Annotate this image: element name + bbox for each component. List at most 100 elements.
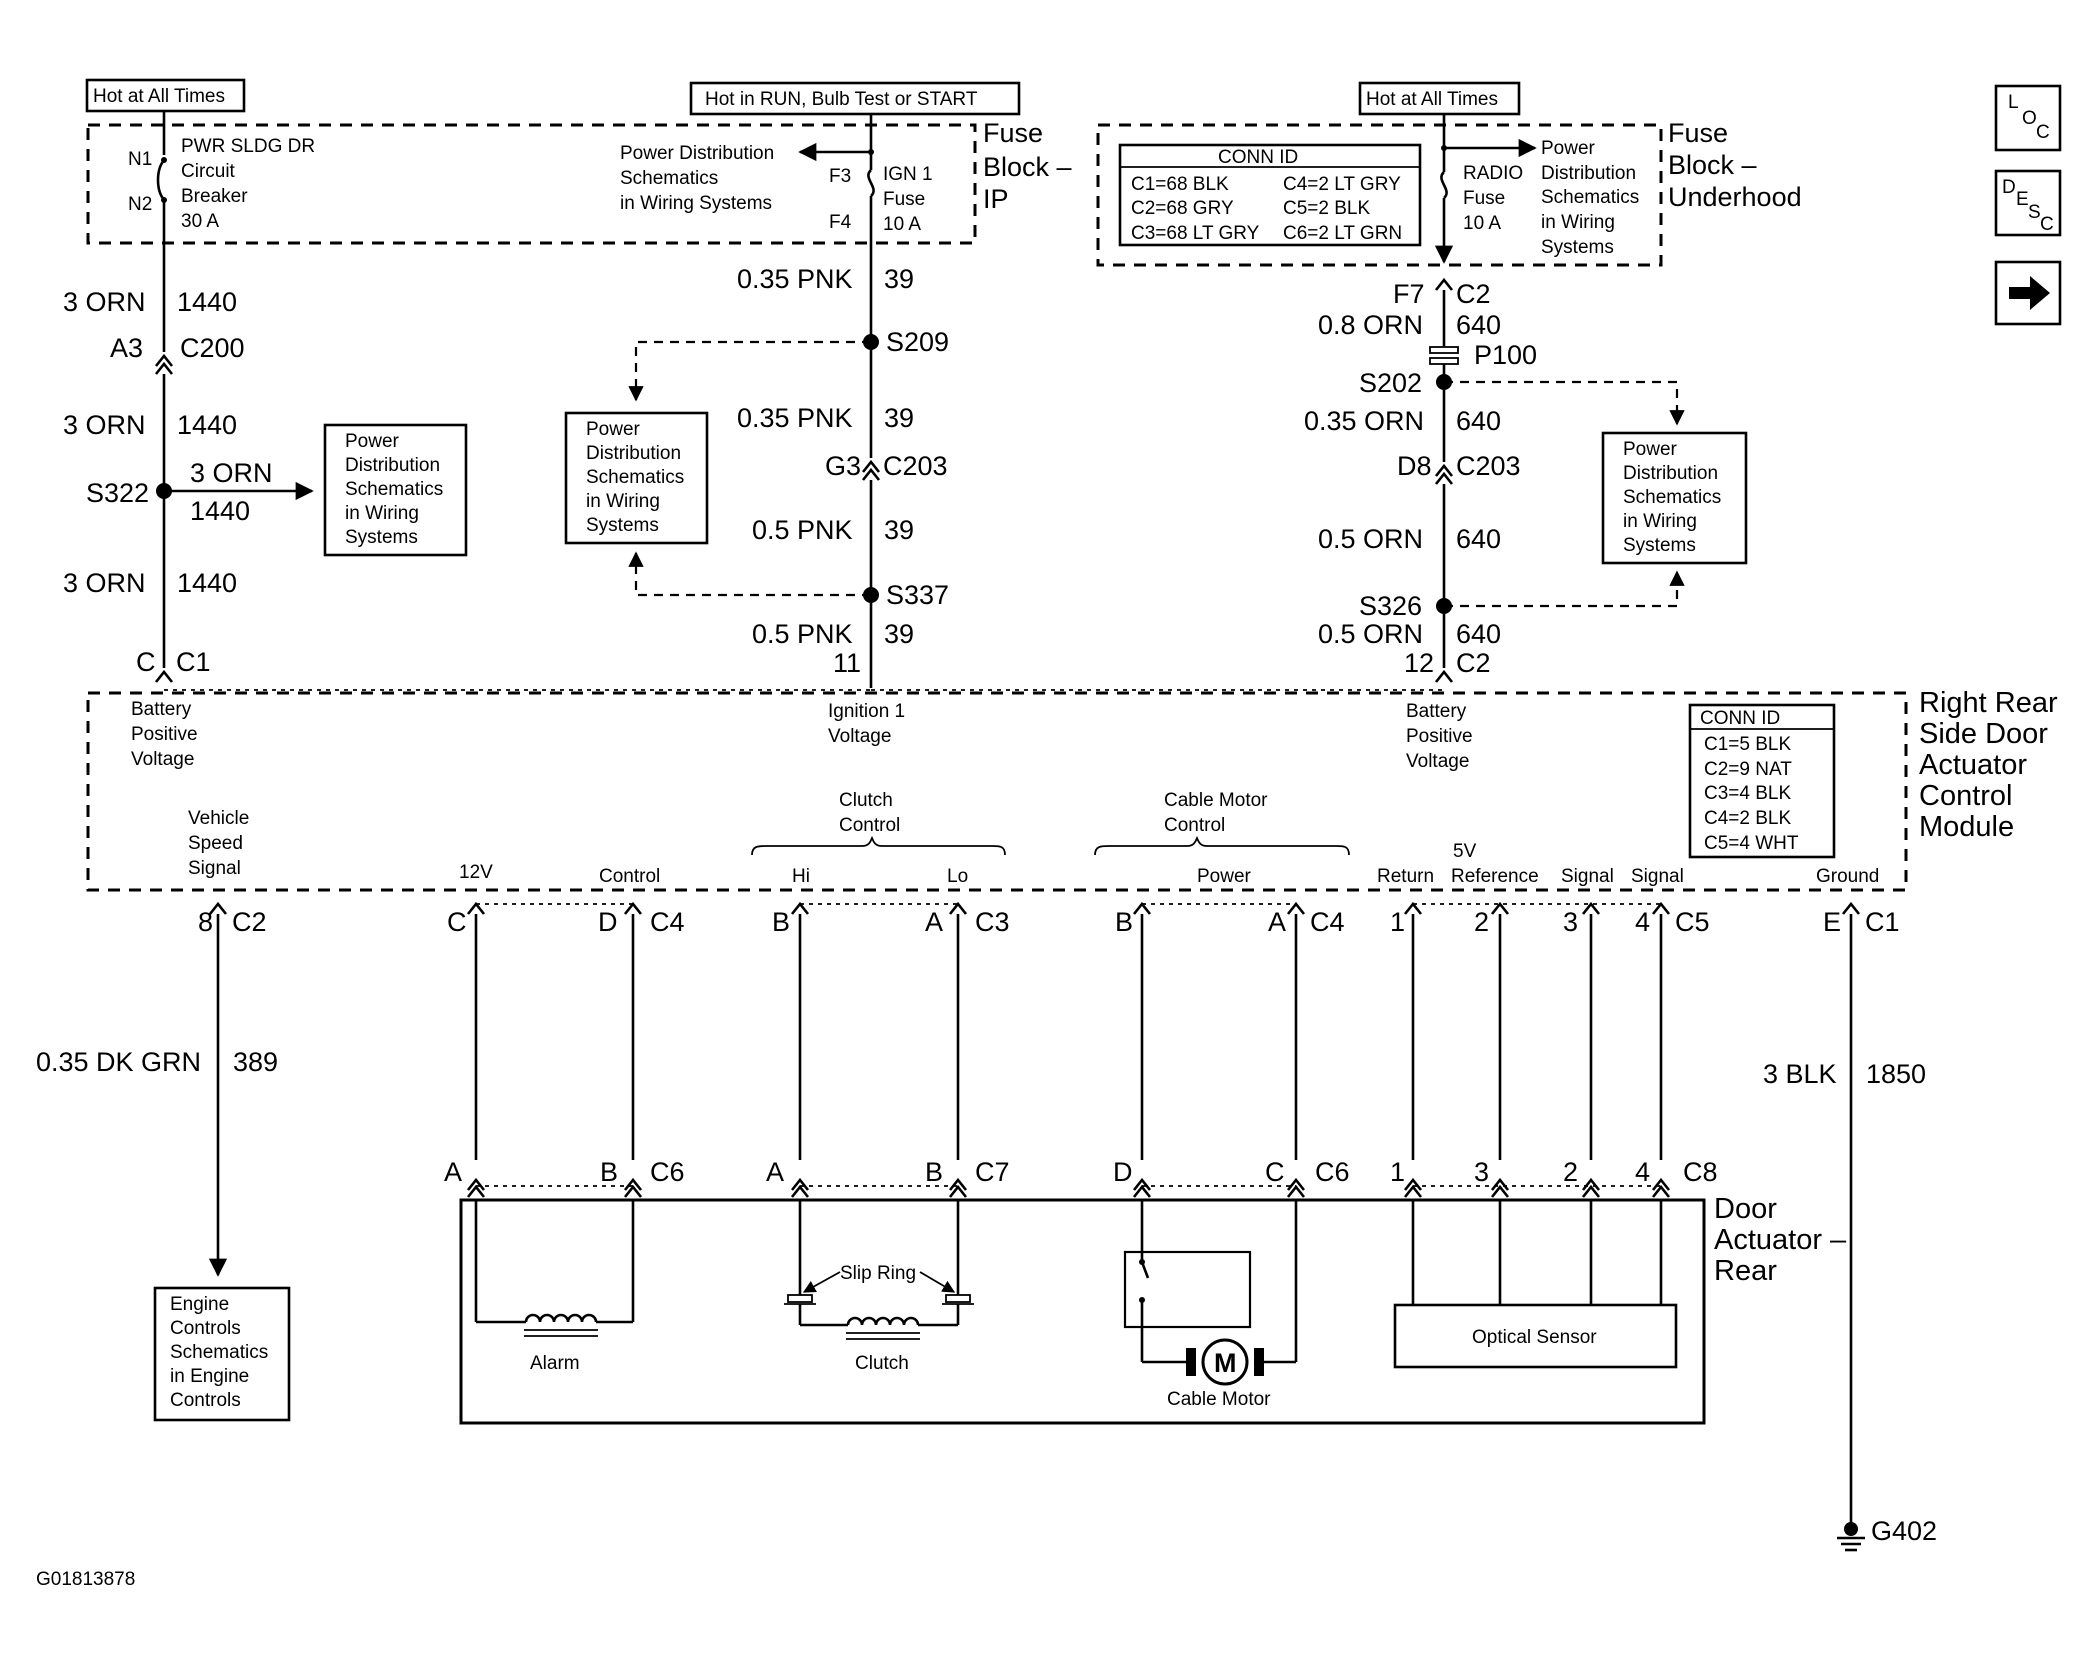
- svg-text:3 ORN: 3 ORN: [63, 568, 146, 598]
- loc-button[interactable]: L O C: [1994, 84, 2062, 152]
- svg-text:Signal: Signal: [1561, 866, 1614, 887]
- svg-text:L: L: [2008, 92, 2019, 113]
- svg-text:in Engine: in Engine: [170, 1366, 249, 1387]
- svg-text:Breaker: Breaker: [181, 186, 248, 207]
- svg-text:Circuit: Circuit: [181, 161, 236, 182]
- svg-text:C2: C2: [1456, 279, 1491, 309]
- svg-text:1440: 1440: [190, 496, 250, 526]
- svg-text:Underhood: Underhood: [1668, 182, 1802, 212]
- svg-text:11: 11: [833, 648, 861, 678]
- svg-text:D: D: [598, 907, 618, 937]
- svg-text:Power: Power: [1197, 866, 1252, 887]
- svg-text:Positive: Positive: [1406, 726, 1473, 747]
- svg-text:Signal: Signal: [1631, 866, 1684, 887]
- cable-motor: M Cable Motor: [1123, 1200, 1298, 1410]
- optical-sensor: Optical Sensor: [1393, 1200, 1678, 1369]
- svg-text:Speed: Speed: [188, 833, 243, 854]
- svg-text:3 ORN: 3 ORN: [190, 458, 273, 488]
- svg-text:Control: Control: [1164, 815, 1225, 836]
- svg-text:C5=4 WHT: C5=4 WHT: [1704, 833, 1799, 854]
- power-distribution-box-right[interactable]: Power Distribution Schematics in Wiring …: [1601, 431, 1748, 565]
- svg-text:Engine: Engine: [170, 1294, 229, 1315]
- svg-text:C3: C3: [975, 907, 1010, 937]
- svg-text:C: C: [1265, 1157, 1285, 1187]
- svg-text:E: E: [1823, 907, 1841, 937]
- svg-text:Control: Control: [839, 815, 900, 836]
- svg-text:Voltage: Voltage: [1406, 751, 1469, 772]
- svg-text:640: 640: [1456, 524, 1501, 554]
- svg-text:C5=2 BLK: C5=2 BLK: [1283, 198, 1370, 219]
- svg-text:Voltage: Voltage: [131, 749, 194, 770]
- svg-text:Distribution: Distribution: [1541, 163, 1636, 184]
- svg-text:2: 2: [1474, 907, 1489, 937]
- svg-text:Schematics: Schematics: [620, 168, 718, 189]
- desc-button[interactable]: D E S C: [1994, 169, 2062, 237]
- svg-text:Control: Control: [1919, 780, 2013, 812]
- svg-text:Reference: Reference: [1451, 866, 1539, 887]
- hot-at-all-times-left: Hot at All Times: [85, 78, 246, 113]
- svg-text:N2: N2: [128, 194, 152, 215]
- svg-text:Clutch: Clutch: [855, 1353, 909, 1374]
- svg-text:3: 3: [1563, 907, 1578, 937]
- svg-text:640: 640: [1456, 619, 1501, 649]
- control-module: Right Rear Side Door Actuator Control Mo…: [86, 687, 2058, 892]
- arrow-right-icon: [2009, 276, 2050, 310]
- svg-text:2: 2: [1563, 1157, 1578, 1187]
- svg-text:S209: S209: [886, 327, 949, 357]
- svg-text:389: 389: [233, 1047, 278, 1077]
- svg-text:39: 39: [884, 264, 914, 294]
- svg-text:Side Door: Side Door: [1919, 718, 2048, 750]
- svg-text:39: 39: [884, 619, 914, 649]
- svg-text:12V: 12V: [459, 862, 493, 883]
- svg-text:1440: 1440: [177, 287, 237, 317]
- next-arrow-button[interactable]: [1994, 260, 2062, 326]
- svg-text:Cable Motor: Cable Motor: [1167, 1389, 1271, 1410]
- svg-text:Schematics: Schematics: [1541, 187, 1639, 208]
- svg-text:0.35 PNK: 0.35 PNK: [737, 264, 853, 294]
- svg-text:12: 12: [1404, 648, 1434, 678]
- svg-text:RADIO: RADIO: [1463, 163, 1523, 184]
- svg-text:B: B: [600, 1157, 618, 1187]
- svg-text:Block –: Block –: [1668, 150, 1757, 180]
- svg-text:G402: G402: [1871, 1516, 1937, 1546]
- svg-text:PWR SLDG DR: PWR SLDG DR: [181, 136, 315, 157]
- svg-text:Hot in RUN, Bulb Test or START: Hot in RUN, Bulb Test or START: [705, 89, 978, 110]
- engine-controls-box[interactable]: Engine Controls Schematics in Engine Con…: [153, 1286, 291, 1422]
- svg-text:C6: C6: [650, 1157, 685, 1187]
- document-id: G01813878: [36, 1569, 135, 1590]
- svg-text:Voltage: Voltage: [828, 726, 891, 747]
- power-distribution-box-center[interactable]: Power Distribution Schematics in Wiring …: [564, 411, 709, 545]
- svg-text:Distribution: Distribution: [586, 443, 681, 464]
- svg-text:Return: Return: [1377, 866, 1434, 887]
- svg-text:C2=9 NAT: C2=9 NAT: [1704, 759, 1792, 780]
- svg-text:C: C: [447, 907, 467, 937]
- svg-text:O: O: [2022, 108, 2037, 129]
- svg-text:S322: S322: [86, 478, 149, 508]
- svg-text:C4: C4: [650, 907, 685, 937]
- clutch-coil: Slip Ring Clutch: [784, 1200, 974, 1374]
- svg-text:Ignition 1: Ignition 1: [828, 701, 905, 722]
- svg-text:Block –: Block –: [983, 152, 1072, 182]
- svg-text:0.5 ORN: 0.5 ORN: [1318, 619, 1423, 649]
- svg-text:C203: C203: [1456, 451, 1521, 481]
- hot-at-all-times-right: Hot at All Times: [1358, 81, 1521, 116]
- svg-text:Positive: Positive: [131, 724, 198, 745]
- power-distribution-box-left[interactable]: Power Distribution Schematics in Wiring …: [323, 423, 468, 557]
- svg-text:8: 8: [198, 907, 213, 937]
- svg-text:B: B: [925, 1157, 943, 1187]
- svg-text:C203: C203: [883, 451, 948, 481]
- svg-text:640: 640: [1456, 310, 1501, 340]
- svg-text:C1: C1: [1865, 907, 1900, 937]
- svg-text:F7: F7: [1393, 279, 1425, 309]
- svg-text:Actuator: Actuator: [1919, 749, 2027, 781]
- svg-text:5V: 5V: [1453, 841, 1477, 862]
- svg-text:Power: Power: [1541, 138, 1596, 159]
- svg-text:Fuse: Fuse: [1668, 118, 1728, 148]
- svg-text:1: 1: [1390, 1157, 1405, 1187]
- svg-text:S: S: [2028, 202, 2041, 223]
- svg-text:C: C: [136, 647, 156, 677]
- svg-text:in Wiring: in Wiring: [1541, 212, 1615, 233]
- svg-text:Schematics: Schematics: [1623, 487, 1721, 508]
- svg-text:0.8 ORN: 0.8 ORN: [1318, 310, 1423, 340]
- svg-text:C: C: [2036, 122, 2050, 143]
